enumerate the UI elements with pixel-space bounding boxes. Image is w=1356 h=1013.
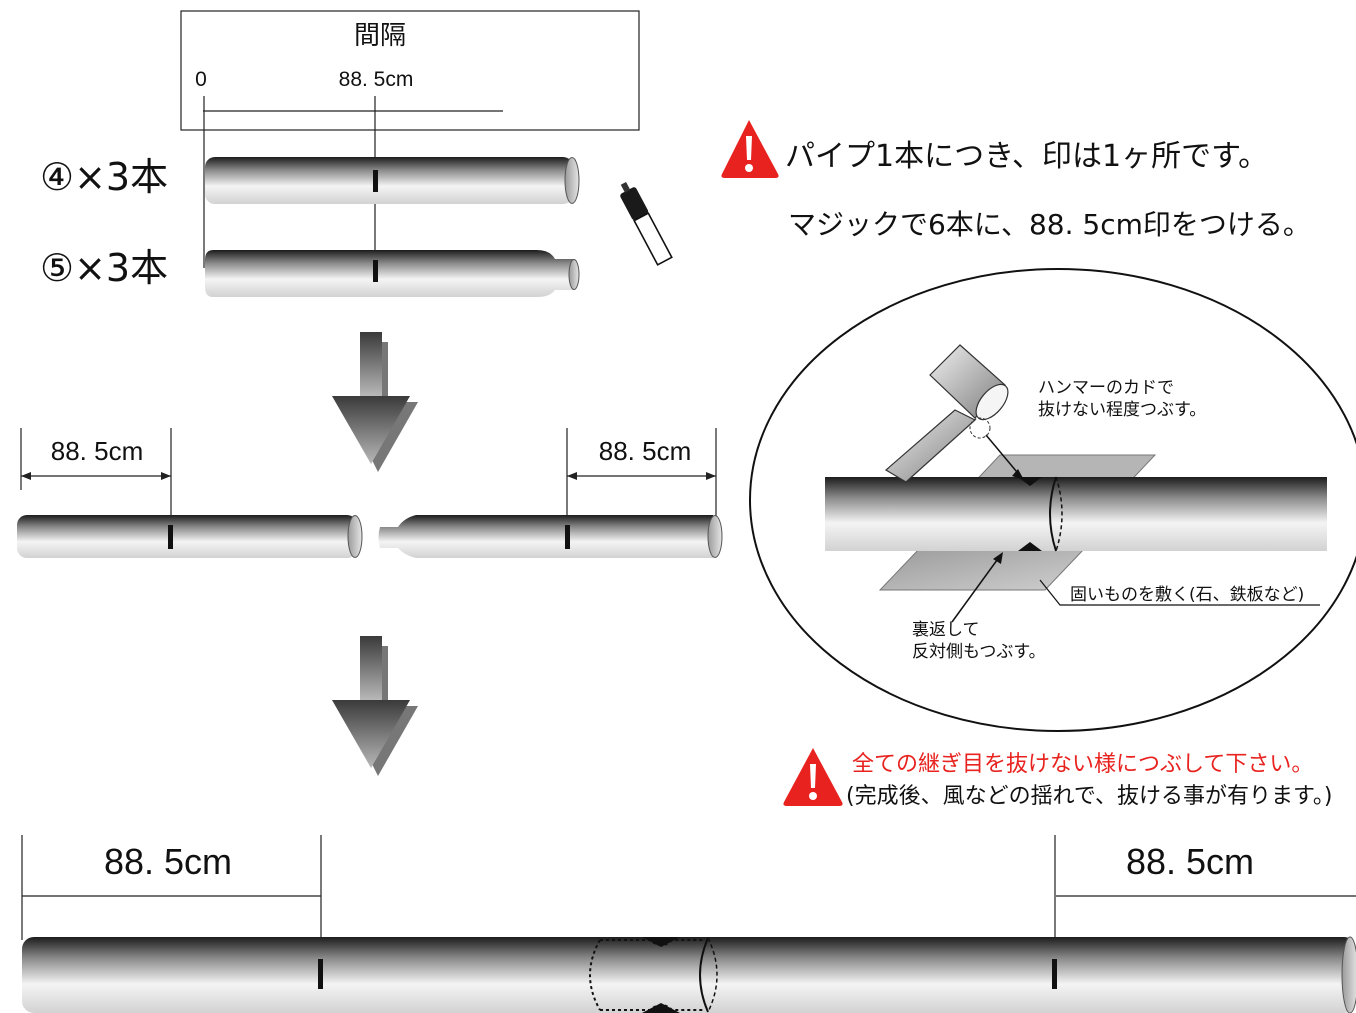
middle-left-dimension-label: 88. 5cm xyxy=(51,436,144,466)
middle-left-pipe-mark xyxy=(168,525,173,549)
middle-right-dimension: 88. 5cm xyxy=(566,428,717,522)
flip-note-line2: 反対側もつぶす。 xyxy=(912,642,1046,662)
note-one-mark: パイプ1本につき、印は1ヶ所です。 xyxy=(785,139,1268,174)
hard-surface-note: 固いものを敷く(石、鉄板など) xyxy=(1070,585,1304,605)
pipe-4 xyxy=(205,157,580,204)
hammer-icon xyxy=(884,344,1009,483)
middle-right-dimension-label: 88. 5cm xyxy=(599,436,692,466)
bottom-right-dimension-label: 88. 5cm xyxy=(1126,841,1254,882)
warning-icon xyxy=(783,748,843,806)
joint-crimp xyxy=(589,937,718,1013)
warning-line2: (完成後、風などの揺れで、抜ける事が有ります。) xyxy=(846,784,1332,809)
middle-left-pipe xyxy=(17,515,363,558)
marker-pen-icon xyxy=(620,181,673,266)
ruler-mark-label: 88. 5cm xyxy=(339,68,414,91)
pipe4-mark xyxy=(373,170,378,192)
middle-right-pipe xyxy=(378,515,723,558)
bottom-joined-pipe xyxy=(22,936,1356,1013)
note-marker-instruction: マジックで6本に、88. 5cm印をつける。 xyxy=(788,208,1311,241)
down-arrow-icon xyxy=(332,636,418,776)
hammer-note-line2: 抜けない程度つぶす。 xyxy=(1038,400,1206,420)
down-arrow-icon xyxy=(332,332,418,472)
ruler-zero-label: 0 xyxy=(195,68,207,91)
hammer-note-line1: ハンマーのカドで xyxy=(1038,378,1174,398)
warning-line1: 全ての継ぎ目を抜けない様につぶして下さい。 xyxy=(852,752,1313,777)
pipe4-label: ④×3本 xyxy=(40,155,168,199)
warning-icon xyxy=(721,120,779,178)
pipe5-label: ⑤×3本 xyxy=(40,246,168,290)
bottom-left-mark xyxy=(318,959,323,989)
pipe5-mark xyxy=(373,260,378,282)
ruler-box: 間隔 0 88. 5cm xyxy=(180,10,640,268)
bottom-left-dimension: 88. 5cm xyxy=(21,835,322,960)
bottom-left-dimension-label: 88. 5cm xyxy=(104,841,232,882)
ruler-title: 間隔 xyxy=(354,21,406,51)
pipe-5 xyxy=(205,250,580,297)
bottom-right-mark xyxy=(1052,959,1057,989)
detail-callout: ハンマーのカドで 抜けない程度つぶす。 固いものを敷く(石、鉄板など) 裏返して… xyxy=(749,268,1356,732)
middle-left-dimension: 88. 5cm xyxy=(20,428,172,520)
middle-right-pipe-mark xyxy=(565,525,570,549)
flip-note-line1: 裏返して xyxy=(912,619,980,640)
